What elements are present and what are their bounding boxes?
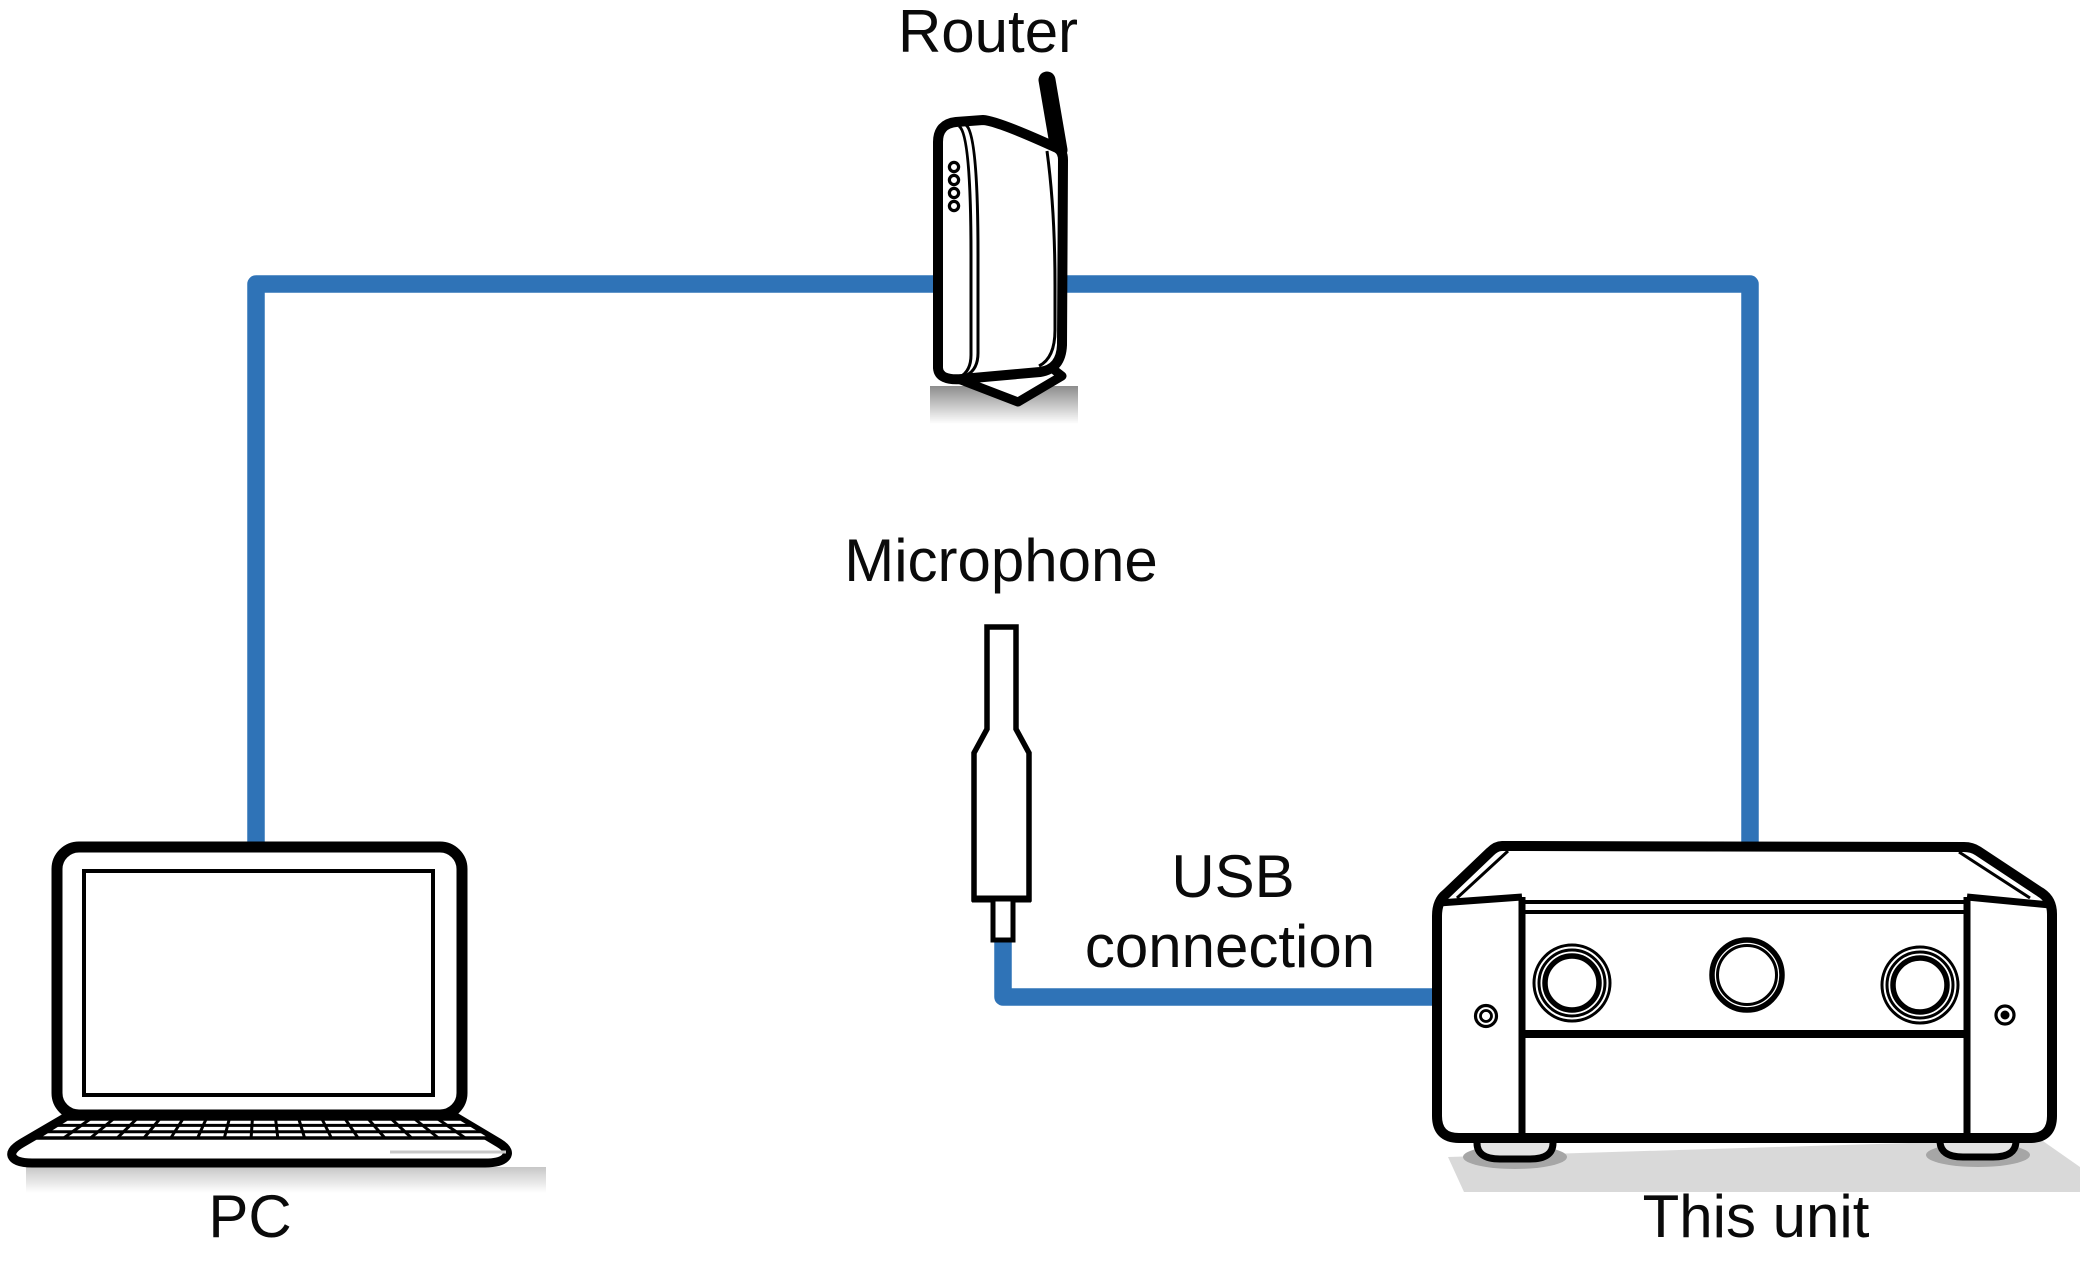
receiver-top-edges xyxy=(1438,893,2051,909)
receiver-setup-mic-jack xyxy=(1473,1003,1499,1029)
microphone-plug xyxy=(990,896,1016,943)
receiver-front-bevel-lines xyxy=(1522,900,1967,914)
receiver-front-panel-edges xyxy=(1518,897,1971,1138)
laptop-shadow xyxy=(26,1167,546,1193)
laptop-screen xyxy=(82,869,435,1097)
av-receiver-icon xyxy=(1432,841,2080,1192)
receiver-knob-right xyxy=(1880,945,1960,1025)
receiver-knob-left xyxy=(1532,943,1612,1023)
usb-connection-label-line2: connection xyxy=(1085,913,1375,980)
router-led-lights xyxy=(947,160,961,213)
unit-label: This unit xyxy=(1643,1183,1870,1250)
microphone-unit-cable xyxy=(994,936,1445,1006)
receiver-power-button xyxy=(1994,1004,2016,1026)
usb-connection-label-line1: USB xyxy=(1171,843,1294,910)
receiver-floor-shadow xyxy=(1448,1139,2080,1192)
router-panel-line-1 xyxy=(957,124,973,379)
router-antenna xyxy=(1038,71,1068,159)
pc-label: PC xyxy=(208,1183,291,1250)
router-label: Router xyxy=(898,0,1078,65)
router-side-line xyxy=(1038,150,1057,368)
laptop-keyboard xyxy=(35,1117,494,1140)
router-panel-line-2 xyxy=(964,123,980,377)
router-body xyxy=(933,115,1068,385)
pc-laptop-icon xyxy=(7,841,546,1193)
receiver-top-inner-lines xyxy=(1455,849,2031,900)
microphone-label: Microphone xyxy=(844,527,1158,594)
router-icon xyxy=(930,71,1078,424)
usb-connection-label: USB connection xyxy=(1085,843,1375,980)
receiver-knob-center xyxy=(1709,937,1785,1013)
microphone-body xyxy=(971,624,1032,902)
microphone-icon xyxy=(971,624,1032,943)
